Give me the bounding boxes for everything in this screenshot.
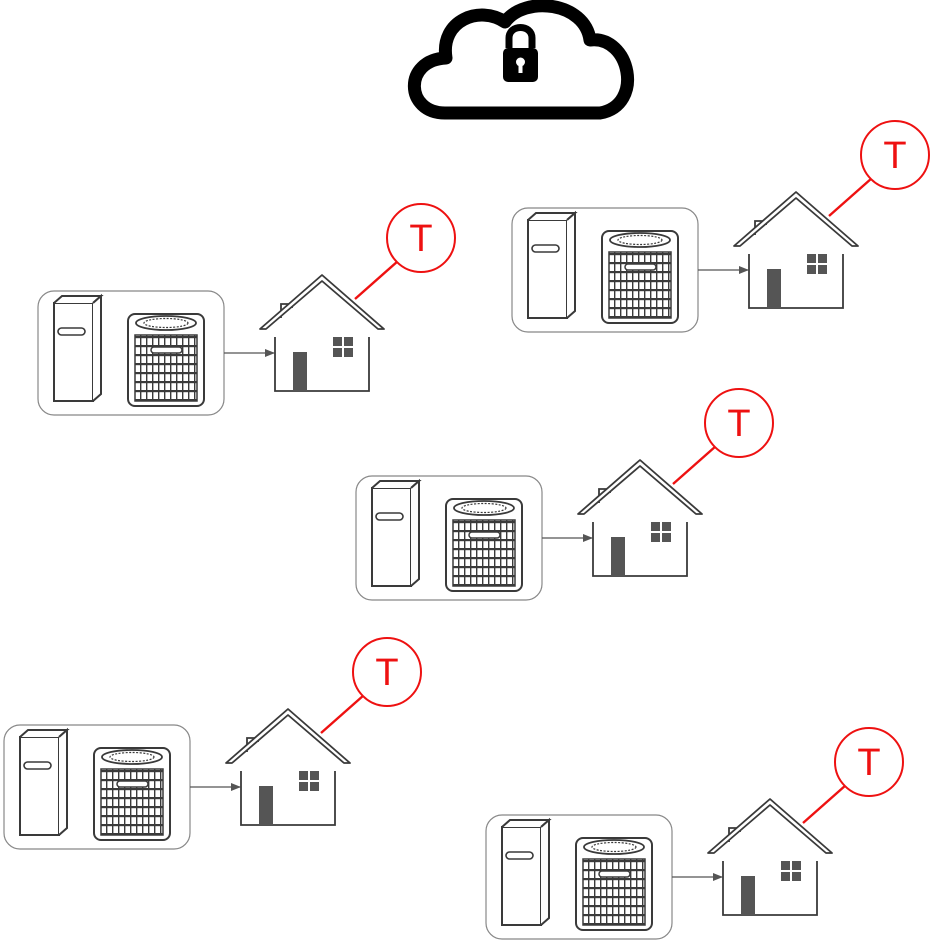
thermostat-label: T [857, 742, 880, 784]
unit-5-graphic [486, 728, 903, 939]
cloud-lock-icon [407, 0, 634, 120]
thermostat-label: T [375, 652, 398, 694]
unit-3-graphic [356, 389, 773, 600]
thermostat-label: T [883, 135, 906, 177]
lock-shackle [505, 24, 536, 48]
unit-4-graphic [4, 638, 421, 849]
unit-1-graphic [38, 204, 455, 415]
hvac-house-unit-5: T [486, 728, 903, 939]
hvac-house-unit-3: T [356, 389, 773, 600]
hvac-house-unit-1: T [38, 204, 455, 415]
unit-2-graphic [512, 121, 929, 332]
thermostat-label: T [727, 403, 750, 445]
hvac-house-unit-2: T [512, 121, 929, 332]
thermostat-label: T [409, 218, 432, 260]
hvac-house-unit-4: T [4, 638, 421, 849]
